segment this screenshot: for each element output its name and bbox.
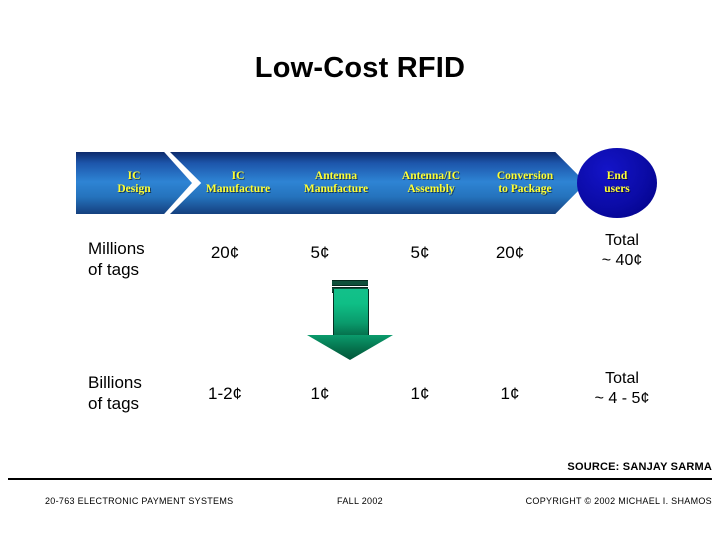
- cell-millions-total: Total ~ 40¢: [601, 232, 643, 269]
- cell-billions-ic-manufacture: 1¢: [310, 384, 330, 403]
- footer-copyright-label: COPYRIGHT © 2002 MICHAEL I. SHAMOS: [525, 496, 712, 506]
- arrow-stem: [333, 289, 369, 337]
- cell-billions-antenna-manufacture: 1¢: [410, 384, 430, 403]
- pipeline-stage-ic-design[interactable]: IC Design: [76, 152, 192, 214]
- cell-millions-ic-design: 20¢: [210, 243, 240, 262]
- pipeline-stage-label: Conversion to Package: [496, 170, 554, 195]
- pipeline-end-node-label: End users: [604, 170, 630, 195]
- row-label-millions-of-tags: Millions of tags: [88, 239, 145, 279]
- process-flow-diagram: IC Design IC Manufacture Antenna Manufac…: [0, 152, 720, 214]
- pipeline-stage-label: IC Design: [117, 170, 151, 195]
- footer-divider: [8, 478, 712, 480]
- pipeline-end-node-end-users[interactable]: End users: [577, 148, 657, 218]
- cell-billions-antenna-ic-assembly: 1¢: [500, 384, 520, 403]
- down-arrow-icon: [307, 280, 393, 360]
- row-label-billions-of-tags: Billions of tags: [88, 373, 142, 413]
- pipeline-stage-label: IC Manufacture: [205, 170, 271, 195]
- cell-millions-antenna-manufacture: 5¢: [410, 243, 430, 262]
- cell-millions-antenna-ic-assembly: 20¢: [495, 243, 525, 262]
- source-attribution: SOURCE: SANJAY SARMA: [567, 461, 712, 473]
- cell-millions-ic-manufacture: 5¢: [310, 243, 330, 262]
- pipeline-stage-label: Antenna Manufacture: [303, 170, 369, 195]
- footer-course-label: 20-763 ELECTRONIC PAYMENT SYSTEMS: [45, 496, 234, 506]
- arrow-stripe: [332, 280, 368, 286]
- cell-billions-total: Total ~ 4 - 5¢: [594, 370, 650, 407]
- page-title: Low-Cost RFID: [254, 52, 466, 84]
- pipeline-stage-label: Antenna/IC Assembly: [401, 170, 461, 195]
- cell-billions-ic-design: 1-2¢: [207, 384, 243, 403]
- pipeline-stage-conversion-to-package[interactable]: Conversion to Package: [458, 152, 586, 214]
- footer-term-label: FALL 2002: [337, 496, 383, 506]
- arrow-head: [307, 335, 393, 360]
